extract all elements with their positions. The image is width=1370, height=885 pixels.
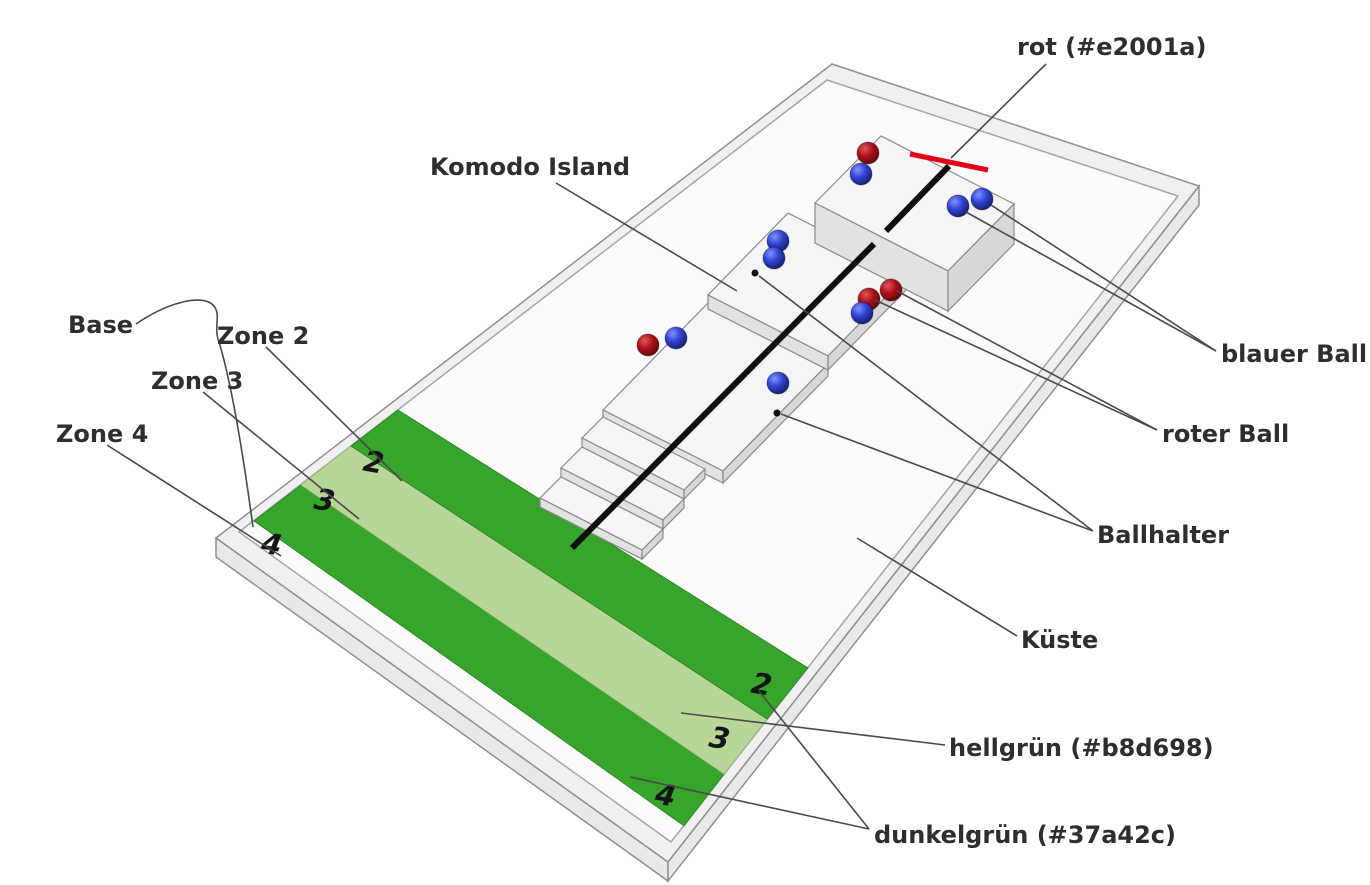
island-step-2-right [662, 497, 685, 531]
label-rot: rot (#e2001a) [1017, 33, 1206, 61]
label-zone4: Zone 4 [56, 420, 148, 448]
black-path-line [569, 241, 877, 551]
island-step-3-right [683, 467, 706, 501]
leader-zone2 [265, 346, 403, 482]
island-step-1-right [641, 527, 664, 561]
leader-dunkelgruen [629, 776, 870, 830]
label-zone2: Zone 2 [217, 322, 309, 350]
blue-ball [970, 187, 994, 211]
leader-lines [106, 63, 1217, 830]
label-dunkelgruen: dunkelgrün (#37a42c) [874, 821, 1176, 849]
balls [636, 141, 994, 395]
leader-hellgruen [680, 712, 946, 746]
leader-zone3 [202, 391, 360, 520]
blue-ball [664, 326, 688, 350]
label-kueste: Küste [1021, 626, 1098, 654]
leader-base [135, 299, 254, 528]
leader-blauer-ball [990, 204, 1217, 352]
label-ballhalter: Ballhalter [1097, 521, 1229, 549]
blue-ball [946, 194, 970, 218]
ball-holder-dot [751, 269, 759, 277]
leader-blauer-ball [965, 211, 1217, 352]
red-ball [879, 278, 903, 302]
label-base: Base [68, 311, 133, 339]
label-roter-ball: roter Ball [1162, 420, 1289, 448]
leader-zone4 [106, 444, 282, 557]
red-line-marker [909, 151, 989, 173]
label-zone3: Zone 3 [151, 367, 243, 395]
red-ball [856, 141, 880, 165]
blue-ball [766, 371, 790, 395]
leader-dunkelgruen [758, 690, 870, 830]
blue-ball [849, 162, 873, 186]
leader-kueste [856, 537, 1018, 637]
red-ball [636, 333, 660, 357]
labels: rot (#e2001a) Komodo Island blauer Ball … [56, 33, 1367, 849]
ball-holder-dot [773, 409, 781, 417]
leader-ballhalter [780, 413, 1094, 532]
zone-2-stripe [350, 409, 809, 720]
leader-ballhalter [758, 275, 1094, 532]
island-tier-low-right [722, 362, 829, 485]
blue-ball [850, 301, 874, 325]
leader-komodo-island [555, 182, 738, 292]
blue-ball [762, 246, 786, 270]
black-path-line-top [883, 163, 952, 234]
leader-roter-ball [896, 290, 1158, 431]
label-blauer-ball: blauer Ball [1221, 340, 1367, 368]
label-komodo-island: Komodo Island [430, 153, 630, 181]
label-hellgruen: hellgrün (#b8d698) [949, 734, 1214, 762]
leader-rot [950, 63, 1047, 159]
leader-roter-ball [874, 299, 1158, 431]
